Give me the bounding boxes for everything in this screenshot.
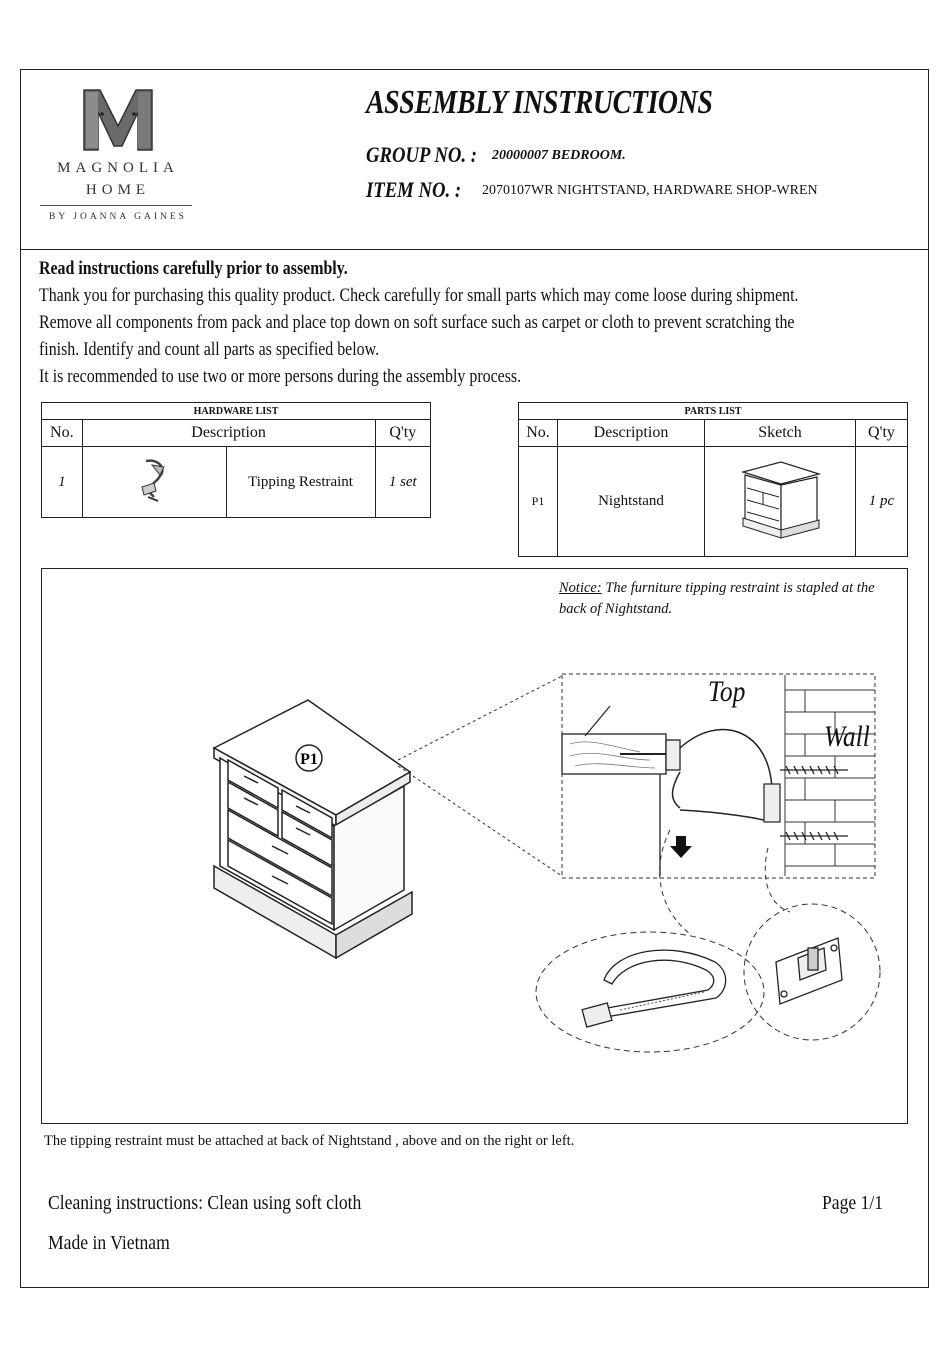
nightstand-sketch-icon <box>704 446 856 557</box>
intro-line-2: Remove all components from pack and plac… <box>39 313 795 333</box>
zoom-line-top <box>397 675 563 761</box>
wall-bracket <box>763 783 781 823</box>
parts-header-qty: Q'ty <box>855 419 908 447</box>
table-row: 1 Tipping Restraint 1 set <box>41 446 432 518</box>
group-number-row: GROUP NO. : 20000007 BEDROOM. <box>366 142 626 168</box>
intro-text: Read instructions carefully prior to ass… <box>39 256 919 391</box>
page-frame <box>20 69 929 1288</box>
parts-header-description: Description <box>557 419 705 447</box>
item-value: 2070107WR NIGHTSTAND, HARDWARE SHOP-WREN <box>482 183 818 198</box>
hw-header-qty: Q'ty <box>374 419 432 447</box>
hw-row-no: 1 <box>41 446 83 518</box>
page-number: Page 1/1 <box>822 1192 884 1214</box>
intro-line-1: Thank you for purchasing this quality pr… <box>39 286 799 306</box>
magnolia-home-logo: MAGNOLIA HOME BY JOANNA GAINES <box>38 88 198 233</box>
p1-tag-circle <box>295 744 323 772</box>
parts-row-qty: 1 pc <box>855 446 908 557</box>
parts-row-description: Nightstand <box>557 446 705 557</box>
hw-row-qty: 1 set <box>374 446 432 518</box>
bracket-detail <box>775 937 843 1005</box>
group-value: 20000007 BEDROOM. <box>492 148 626 163</box>
callout-leader-right <box>764 847 791 913</box>
strap-lower <box>679 809 771 823</box>
top-leader-line <box>584 705 611 737</box>
item-label: ITEM NO. : <box>366 177 462 202</box>
hw-row-description: Tipping Restraint <box>225 446 376 518</box>
notice-label: Notice: <box>559 580 602 596</box>
header-divider <box>20 249 929 250</box>
item-number-row: ITEM NO. : 2070107WR NIGHTSTAND, HARDWAR… <box>366 177 818 203</box>
down-arrow-icon <box>670 836 692 858</box>
detail-box <box>561 673 876 879</box>
nightstand-drawing <box>212 699 413 960</box>
made-in: Made in Vietnam <box>48 1232 170 1254</box>
logo-m-mark <box>83 89 153 151</box>
tipping-restraint-diagram <box>41 568 908 1124</box>
group-label: GROUP NO. : <box>366 142 477 167</box>
wall-drawing <box>784 675 875 876</box>
top-board-drawing <box>561 733 681 876</box>
callout-leader-left <box>659 829 691 935</box>
logo-divider <box>40 205 192 206</box>
intro-heading: Read instructions carefully prior to ass… <box>39 259 348 279</box>
footnote: The tipping restraint must be attached a… <box>44 1133 575 1149</box>
nightstand-sketch-svg <box>740 461 822 539</box>
strap-detail <box>581 949 727 1028</box>
wall-label: Wall <box>824 720 870 753</box>
logo-brand: MAGNOLIA <box>57 160 179 176</box>
page-title: ASSEMBLY INSTRUCTIONS <box>366 84 713 121</box>
strap-callout-bubble <box>535 931 765 1053</box>
zoom-line-bottom <box>397 765 563 877</box>
logo-home: HOME <box>85 182 151 198</box>
p1-tag-text: P1 <box>300 751 318 768</box>
hardware-list-table: HARDWARE LIST No. Description Q'ty 1 Tip… <box>41 402 432 518</box>
diagram-notice: Notice: The furniture tipping restraint … <box>559 578 879 620</box>
tipping-restraint-icon-svg <box>141 458 165 502</box>
parts-list-table: PARTS LIST No. Description Sketch Q'ty P… <box>518 402 908 557</box>
table-row: P1 Nightstand 1 pc <box>518 446 908 557</box>
strap-link <box>671 771 681 809</box>
bracket-callout-bubble <box>743 903 881 1041</box>
intro-line-4: It is recommended to use two or more per… <box>39 367 522 387</box>
intro-line-3: finish. Identify and count all parts as … <box>39 340 380 360</box>
top-label: Top <box>708 675 746 708</box>
cleaning-instructions: Cleaning instructions: Clean using soft … <box>48 1192 362 1214</box>
screws <box>780 765 848 841</box>
strap-upper <box>679 728 773 791</box>
notice-text: The furniture tipping restraint is stapl… <box>559 580 875 617</box>
logo-byline: BY JOANNA GAINES <box>49 212 187 222</box>
